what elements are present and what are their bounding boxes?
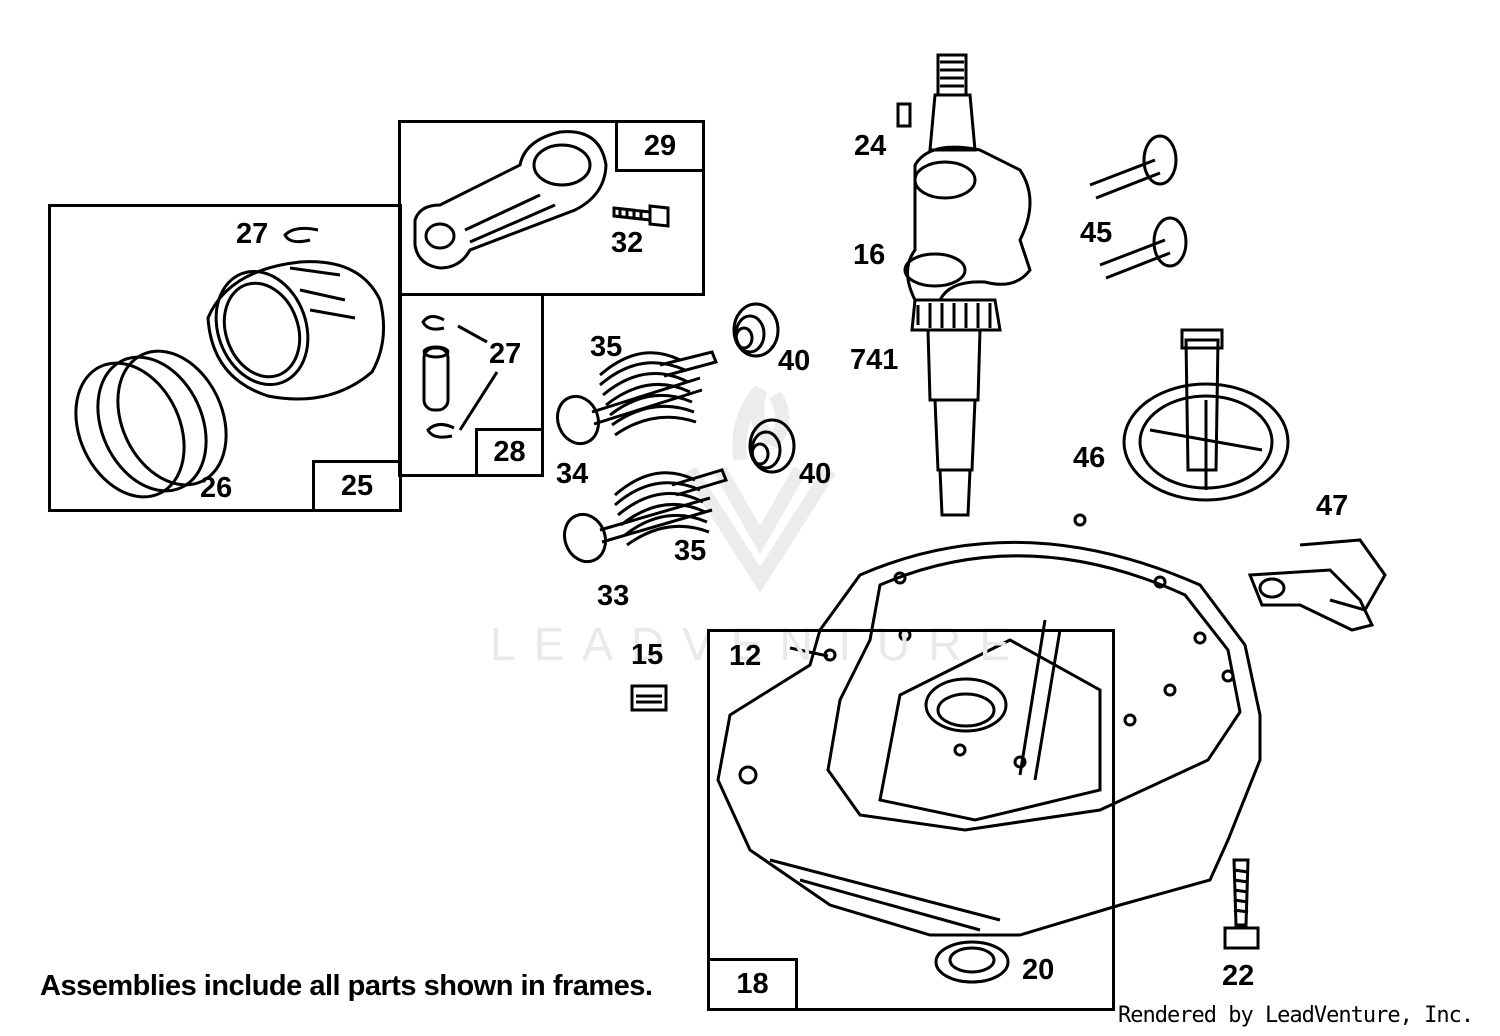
callout-45: 45 [1080,217,1113,249]
piston-drawing [206,260,386,401]
callout-47: 47 [1316,490,1349,522]
valve-spring-top-drawing [599,350,719,437]
frame-sump-assembly [707,629,1115,1011]
frame-label-connecting-rod-assembly: 29 [615,120,705,172]
governor-drawing [1247,538,1387,632]
piston-rings-drawing [74,349,228,499]
retainer-bottom-drawing [748,418,796,474]
connecting-rod-drawing [413,130,608,270]
callout-40-top: 40 [778,345,811,377]
callout-22: 22 [1222,960,1255,992]
callout-34: 34 [556,458,589,490]
piston-pin-lock-drawing [283,226,319,244]
callout-15: 15 [631,639,664,671]
exhaust-valve-drawing [555,376,703,446]
dowels-drawing [1089,134,1188,280]
frame-label-piston-pin-assembly: 28 [475,428,544,477]
callout-16: 16 [853,239,886,271]
rod-screw-drawing [612,204,670,228]
callout-27-top: 27 [236,218,269,250]
sump-drawing [716,513,1262,937]
frame-connecting-rod-assembly [398,120,705,296]
callout-35-top: 35 [590,331,623,363]
callout-24: 24 [854,130,887,162]
crankshaft-drawing [896,53,1032,517]
camshaft-drawing [1122,328,1290,502]
retainer-top-drawing [732,302,780,358]
oil-seal-drawing [934,940,1010,984]
frame-label-piston-assembly: 25 [312,460,402,512]
callout-741: 741 [850,344,899,376]
callout-26: 26 [200,472,233,504]
piston-pin-drawing [421,315,499,439]
callout-35-bottom: 35 [674,535,707,567]
render-credit: Rendered by LeadVenture, Inc. [1118,1003,1474,1028]
callout-27-mid: 27 [489,338,522,370]
callout-20: 20 [1022,954,1055,986]
watermark-text: LEADVENTURE [490,618,1028,670]
plug-drawing [630,684,668,712]
callout-40-bottom: 40 [799,458,832,490]
callout-32: 32 [611,227,644,259]
intake-valve-drawing [562,496,713,564]
frame-label-sump-assembly: 18 [707,958,798,1011]
callout-12: 12 [729,640,762,672]
callout-46: 46 [1073,442,1106,474]
valve-spring-bottom-drawing [614,468,729,547]
sump-screw-drawing [1223,858,1260,950]
footnote: Assemblies include all parts shown in fr… [40,970,653,1002]
frame-piston-pin-assembly [398,293,544,477]
watermark-logo [684,385,836,594]
callout-33: 33 [597,580,630,612]
